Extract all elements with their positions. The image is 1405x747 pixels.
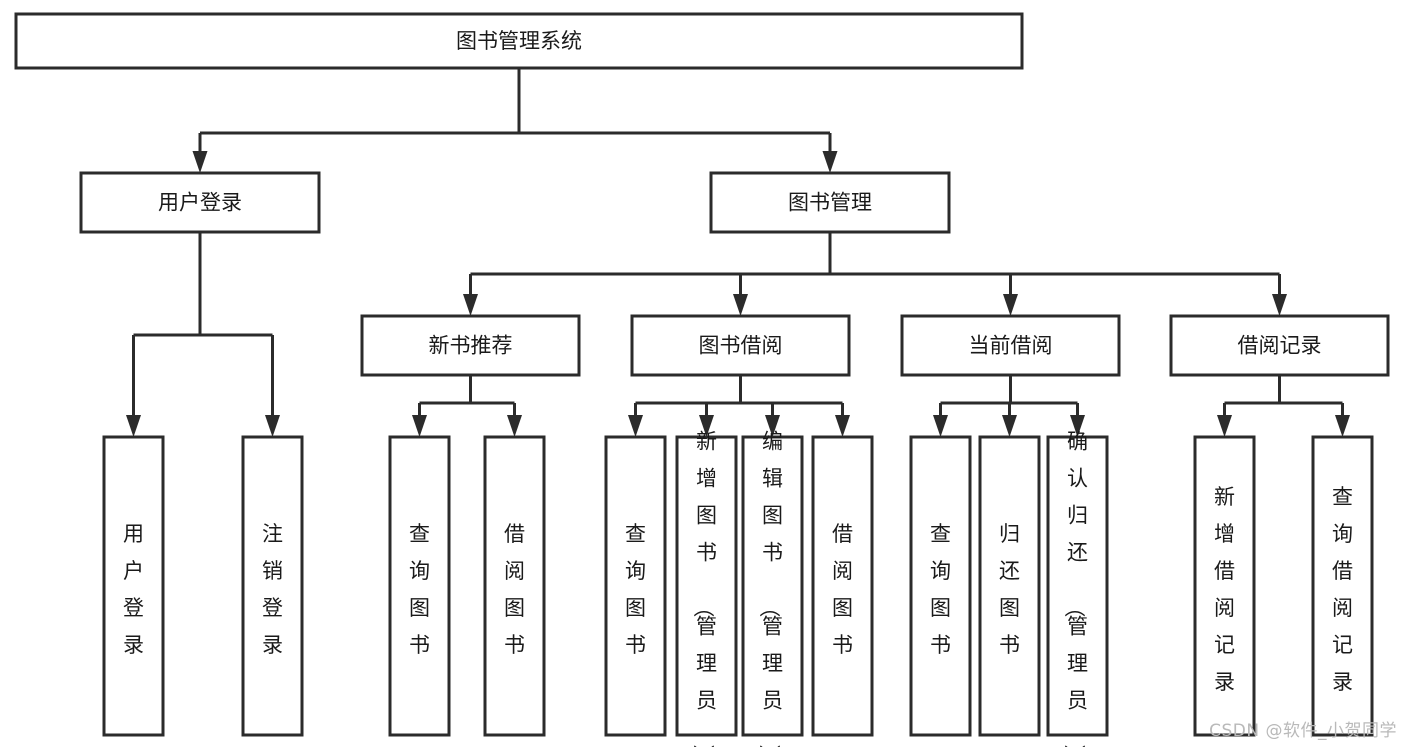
node-box [102, 435, 165, 737]
node-box [978, 435, 1041, 737]
node-box [1311, 435, 1374, 737]
node-box [1169, 314, 1390, 377]
arrow-head-icon [1070, 415, 1085, 437]
node-leaf-b-borrow[interactable]: 借阅图书 [811, 435, 874, 737]
node-leaf-b-edit[interactable]: 编辑图书（管理员） [741, 429, 804, 747]
node-leaf-b-add[interactable]: 新增图书（管理员） [675, 429, 738, 747]
node-leaf-r-add[interactable]: 新增借阅记录 [1193, 435, 1256, 737]
node-box [483, 435, 546, 737]
node-newbook[interactable]: 新书推荐 [360, 314, 581, 377]
node-leaf-nb-query[interactable]: 查询图书 [388, 435, 451, 737]
node-current[interactable]: 当前借阅 [900, 314, 1121, 377]
node-label: 图书借阅 [699, 334, 783, 358]
arrow-head-icon [1217, 415, 1232, 437]
arrow-head-icon [463, 294, 478, 316]
node-label: 借阅图书 [832, 522, 853, 657]
node-box [1046, 435, 1109, 737]
node-label: 注销登录 [262, 522, 283, 657]
node-label: 确认归还（管理员） [1062, 429, 1088, 747]
node-box [900, 314, 1121, 377]
node-label: 新增借阅记录 [1214, 485, 1235, 694]
arrow-head-icon [1003, 294, 1018, 316]
node-label: 用户登录 [158, 191, 242, 215]
connector-layer [126, 68, 1350, 437]
node-box [388, 435, 451, 737]
node-leaf-c-query[interactable]: 查询图书 [909, 435, 972, 737]
node-label: 查询图书 [409, 522, 430, 657]
node-label: 新增图书（管理员） [691, 429, 717, 747]
arrow-head-icon [822, 151, 838, 173]
node-layer: 图书管理系统用户登录图书管理新书推荐图书借阅当前借阅借阅记录用户登录注销登录查询… [14, 12, 1390, 747]
node-label: 借阅图书 [504, 522, 525, 657]
node-root[interactable]: 图书管理系统 [14, 12, 1024, 70]
node-box [741, 435, 804, 737]
node-borrow[interactable]: 图书借阅 [630, 314, 851, 377]
arrow-head-icon [628, 415, 643, 437]
node-box [241, 435, 304, 737]
node-box [1193, 435, 1256, 737]
node-box [811, 435, 874, 737]
arrow-head-icon [192, 151, 208, 173]
node-label: 当前借阅 [969, 334, 1053, 358]
node-leaf-nb-borrow[interactable]: 借阅图书 [483, 435, 546, 737]
arrow-head-icon [1272, 294, 1287, 316]
arrow-head-icon [126, 415, 141, 437]
node-leaf-c-return[interactable]: 归还图书 [978, 435, 1041, 737]
node-box [360, 314, 581, 377]
arrow-head-icon [765, 415, 780, 437]
arrow-head-icon [412, 415, 427, 437]
node-label: 编辑图书（管理员） [757, 429, 783, 747]
node-label: 查询借阅记录 [1332, 485, 1353, 694]
node-label: 用户登录 [123, 522, 144, 657]
node-label: 查询图书 [930, 522, 951, 657]
node-label: 新书推荐 [429, 334, 513, 358]
node-label: 查询图书 [625, 522, 646, 657]
node-box [79, 171, 321, 234]
node-box [630, 314, 851, 377]
node-login[interactable]: 用户登录 [79, 171, 321, 234]
arrow-head-icon [933, 415, 948, 437]
node-label: 归还图书 [999, 522, 1020, 657]
arrow-head-icon [699, 415, 714, 437]
arrow-head-icon [1002, 415, 1017, 437]
node-box [14, 12, 1024, 70]
arrow-head-icon [835, 415, 850, 437]
arrow-head-icon [265, 415, 280, 437]
node-box [709, 171, 951, 234]
node-label: 借阅记录 [1238, 334, 1322, 358]
node-leaf-login[interactable]: 用户登录 [102, 435, 165, 737]
node-records[interactable]: 借阅记录 [1169, 314, 1390, 377]
node-leaf-b-query[interactable]: 查询图书 [604, 435, 667, 737]
node-box [604, 435, 667, 737]
node-bookmgmt[interactable]: 图书管理 [709, 171, 951, 234]
node-box [909, 435, 972, 737]
node-label: 图书管理 [788, 191, 872, 215]
arrow-head-icon [1335, 415, 1350, 437]
arrow-head-icon [733, 294, 748, 316]
arrow-head-icon [507, 415, 522, 437]
node-leaf-r-query[interactable]: 查询借阅记录 [1311, 435, 1374, 737]
node-box [675, 435, 738, 737]
node-leaf-c-confirm[interactable]: 确认归还（管理员） [1046, 429, 1109, 747]
node-leaf-logout[interactable]: 注销登录 [241, 435, 304, 737]
node-label: 图书管理系统 [456, 29, 582, 53]
